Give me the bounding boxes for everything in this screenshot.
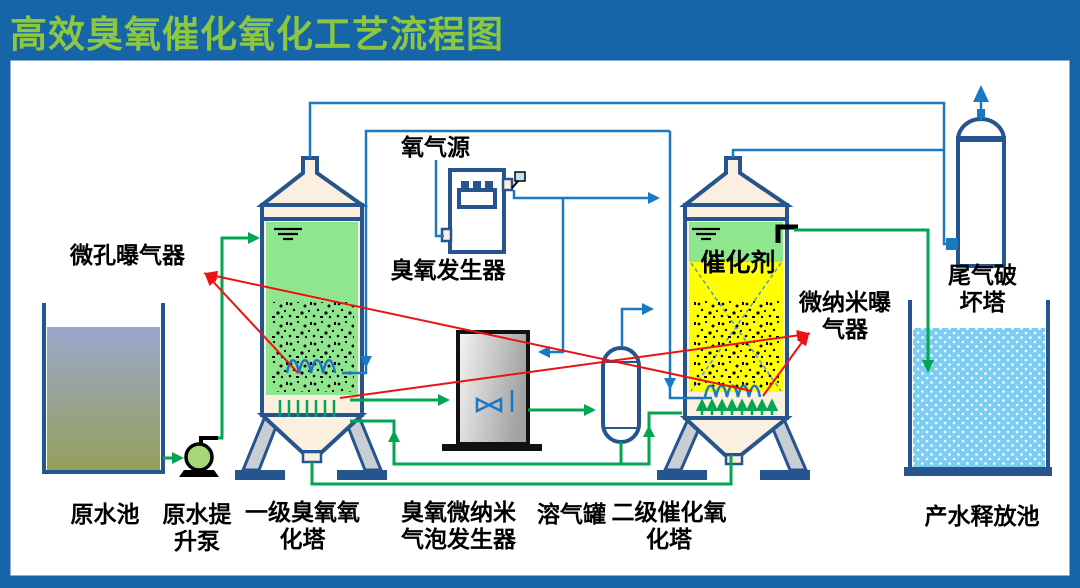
- annotation-lines: [203, 270, 811, 399]
- product-water: [913, 328, 1045, 468]
- tower2-micro-nano-aerator: [695, 398, 779, 415]
- gas-pipes-blue: [308, 85, 989, 400]
- ozone-to-bubble-generator-pipe: [550, 198, 565, 354]
- raw-water-pool: [42, 303, 165, 474]
- page-title: 高效臭氧催化氧化工艺流程图: [10, 14, 504, 55]
- ozone-oxidation-tower-1: [235, 156, 387, 480]
- label-tower1: 一级臭氧氧 化塔: [245, 499, 360, 552]
- ozone-to-tower1-diffuser-pipe: [342, 129, 670, 375]
- nano-aerator-callout-2: [339, 329, 811, 399]
- label-gas-tank: 溶气罐: [537, 501, 606, 527]
- tower1-bottom-nozzle: [301, 450, 323, 464]
- tail-tower-dome: [955, 117, 1007, 142]
- label-product-pool: 产水释放池: [924, 503, 1040, 529]
- tower1-to-tower2-bottom-pipe: [310, 455, 733, 486]
- ozone-generator-panel: [457, 188, 497, 209]
- tower2-bottom-nozzle: [724, 453, 744, 466]
- tower1-vent-pipe: [308, 101, 952, 246]
- diagram-panel: [5, 55, 1075, 581]
- tower1-bubbles: [272, 302, 354, 392]
- product-water-pool: [904, 300, 1052, 476]
- bubble-generator-base: [442, 444, 542, 451]
- label-catalyst: 催化剂: [700, 249, 776, 277]
- oxygen-source-pipe: [434, 160, 444, 238]
- tower1-microporous-aerator: [278, 400, 336, 417]
- label-raw-pool: 原水池: [70, 501, 140, 527]
- ozone-outlet-port: [501, 177, 514, 192]
- tank-return-to-tower1-pipe: [350, 419, 621, 466]
- raw-water-pump: [179, 436, 219, 477]
- water-pipes-green: [163, 228, 934, 486]
- tower2-overflow-outlet: [775, 224, 798, 243]
- outlet-valve-icon: [514, 171, 526, 182]
- label-ozone-generator: 臭氧发生器: [390, 257, 506, 283]
- nano-aerator-callout-1: [762, 331, 810, 397]
- ozone-outlet-pipe: [512, 190, 648, 200]
- tower1-ozone-diffuser: [285, 359, 337, 374]
- tail-tower-body: [956, 136, 1006, 268]
- label-bubble-generator: 臭氧微纳米 气泡发生器: [401, 499, 516, 552]
- label-tower2: 二级催化氧 化塔: [611, 499, 727, 552]
- tank-to-tower2-pipe: [619, 411, 682, 466]
- internal-valve-icon: [475, 396, 503, 414]
- ozone-generator: [440, 168, 526, 254]
- pump-to-tower1-pipe: [218, 236, 248, 440]
- bubble-generator-body: [456, 330, 530, 446]
- micro-nano-bubble-generator: [442, 330, 542, 451]
- tower2-water-level-mark: [692, 227, 720, 241]
- ozone-generator-body: [448, 168, 506, 254]
- label-micro-aerator: 微孔曝气器: [70, 242, 185, 268]
- label-pump: 原水提 升泵: [162, 501, 232, 554]
- tower1-water-level-mark: [274, 227, 302, 241]
- micro-aerator-callout-1: [204, 271, 299, 374]
- ozone-to-tower2-diffuser-pipe: [668, 131, 712, 400]
- pump-base: [179, 470, 219, 477]
- tower2-vent-pipe: [731, 148, 944, 158]
- tank-top-gas-pipe: [620, 307, 642, 346]
- label-nano-aerator: 微纳米曝 气器: [799, 289, 891, 342]
- label-tail-tower: 尾气破 坏塔: [948, 262, 1017, 315]
- tower2-to-product-pool-pipe: [794, 228, 930, 360]
- pump-body: [184, 442, 214, 472]
- tower2-nano-diffuser: [703, 384, 762, 398]
- label-oxygen-source: 氧气源: [401, 134, 470, 160]
- tower2-top-cone: [679, 156, 794, 207]
- tower1-top-cone: [256, 156, 369, 207]
- micro-aerator-callout-2: [203, 270, 753, 392]
